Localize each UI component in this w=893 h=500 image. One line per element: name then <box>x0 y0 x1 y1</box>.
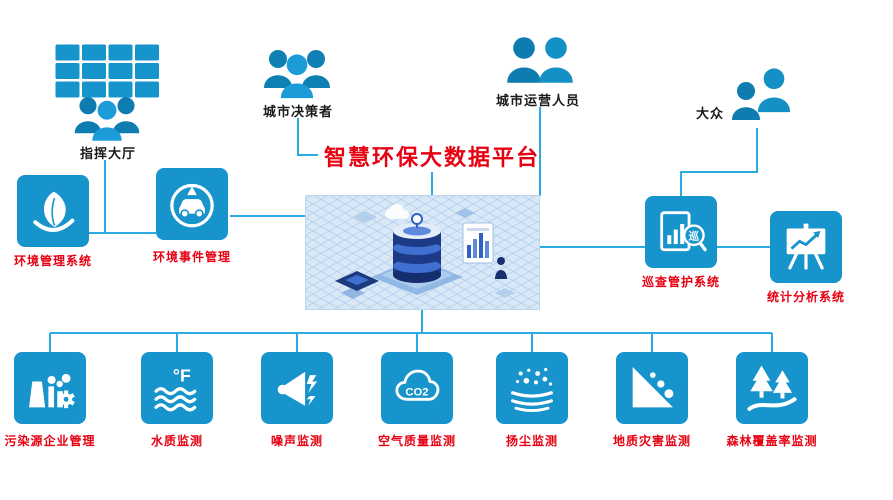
forest-icon <box>747 365 797 411</box>
node-geo-hazard <box>616 352 688 424</box>
label-water-quality: 水质监测 <box>150 434 203 448</box>
decision-makers-people-icon <box>264 50 330 99</box>
node-noise <box>261 352 333 424</box>
video-wall-icon <box>55 44 159 98</box>
group-label-public: 大众 <box>695 106 724 121</box>
factory-gear-icon <box>29 373 75 409</box>
svg-text:°F: °F <box>173 366 191 386</box>
car-alert-icon <box>170 183 214 228</box>
node-dust <box>496 352 568 424</box>
water-waves-icon: °F <box>154 366 197 412</box>
label-env-management: 环境管理系统 <box>13 254 92 268</box>
platform-illustration <box>305 195 540 310</box>
label-pollution-source: 污染源企业管理 <box>4 434 96 448</box>
co2-cloud-icon: CO2 <box>395 369 440 401</box>
group-label-command-hall: 指挥大厅 <box>79 146 136 161</box>
node-forest <box>736 352 808 424</box>
svg-text:CO2: CO2 <box>405 386 428 398</box>
svg-text:巡: 巡 <box>689 229 700 242</box>
node-pollution-source <box>14 352 86 424</box>
operations-staff-people-icon <box>507 37 573 83</box>
label-forest: 森林覆盖率监测 <box>726 434 818 448</box>
label-air-quality: 空气质量监测 <box>377 434 456 448</box>
node-water-quality: °F <box>141 352 213 424</box>
node-statistics <box>770 211 842 283</box>
group-label-decision-makers: 城市决策者 <box>262 104 333 119</box>
label-noise: 噪声监测 <box>270 434 323 448</box>
platform-title: 智慧环保大数据平台 <box>323 145 540 170</box>
label-geo-hazard: 地质灾害监测 <box>612 434 691 448</box>
node-env-management <box>17 175 89 247</box>
group-label-operations-staff: 城市运营人员 <box>495 93 580 108</box>
node-air-quality: CO2 <box>381 352 453 424</box>
label-patrol: 巡查管护系统 <box>641 275 720 289</box>
command-hall-people-icon <box>74 97 140 141</box>
landslide-icon <box>632 367 674 408</box>
presentation-chart-icon <box>786 223 826 270</box>
patrol-chart-icon: 巡 <box>660 211 707 252</box>
label-env-event: 环境事件管理 <box>152 250 231 264</box>
loudspeaker-icon <box>277 371 318 406</box>
label-dust: 扬尘监测 <box>505 434 558 448</box>
node-patrol: 巡 <box>645 196 717 268</box>
dust-particles-icon <box>511 367 553 412</box>
node-env-event <box>156 168 228 240</box>
label-statistics: 统计分析系统 <box>766 290 845 304</box>
eco-leaf-icon <box>33 191 75 232</box>
